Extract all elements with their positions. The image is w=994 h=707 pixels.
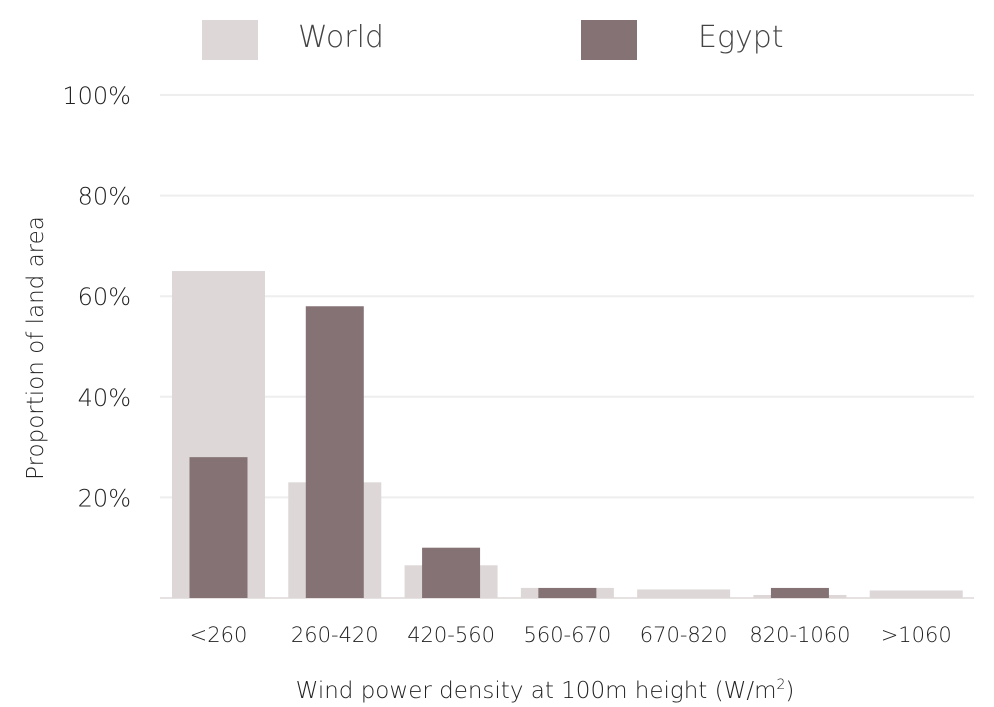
legend-label-egypt: Egypt bbox=[698, 20, 784, 55]
x-axis-title-end: ) bbox=[785, 678, 794, 704]
gridlines bbox=[160, 94, 974, 599]
x-tick-label: 420-560 bbox=[407, 623, 495, 647]
legend-swatch-world bbox=[202, 20, 258, 60]
bar-egypt bbox=[189, 457, 248, 598]
y-tick-label: 20% bbox=[78, 484, 131, 512]
bar-egypt bbox=[305, 306, 364, 598]
x-tick-labels: <260 260-420 420-560 560-670 670-820 820-1060… bbox=[190, 623, 952, 647]
x-tick-label: 260-420 bbox=[291, 623, 379, 647]
y-tick-label: 100% bbox=[62, 82, 131, 110]
x-tick-label: 670-820 bbox=[640, 623, 728, 647]
legend-label-world: World bbox=[298, 20, 384, 55]
bar-egypt bbox=[422, 547, 481, 598]
series-world-bars bbox=[172, 271, 963, 598]
bar-world bbox=[637, 589, 731, 598]
x-tick-label: >1060 bbox=[881, 623, 952, 647]
y-axis-title: Proportion of land area bbox=[23, 216, 49, 480]
bar-world bbox=[869, 590, 963, 598]
bar-egypt bbox=[538, 587, 597, 598]
x-axis-title: Wind power density at 100m height (W/m2) bbox=[296, 677, 795, 704]
x-tick-label: <260 bbox=[190, 623, 248, 647]
bar-egypt bbox=[770, 587, 829, 598]
series-egypt-bars bbox=[189, 306, 829, 598]
x-tick-label: 820-1060 bbox=[749, 623, 850, 647]
x-tick-label: 560-670 bbox=[523, 623, 611, 647]
y-tick-labels: 20% 40% 60% 80% 100% bbox=[62, 82, 131, 512]
y-tick-label: 40% bbox=[78, 384, 131, 412]
legend: World Egypt bbox=[202, 20, 784, 60]
legend-swatch-egypt bbox=[581, 20, 637, 60]
x-axis-title-main: Wind power density at 100m height (W/m bbox=[296, 678, 777, 704]
x-axis-title-superscript: 2 bbox=[776, 677, 785, 693]
y-tick-label: 60% bbox=[78, 283, 131, 311]
y-tick-label: 80% bbox=[78, 183, 131, 211]
